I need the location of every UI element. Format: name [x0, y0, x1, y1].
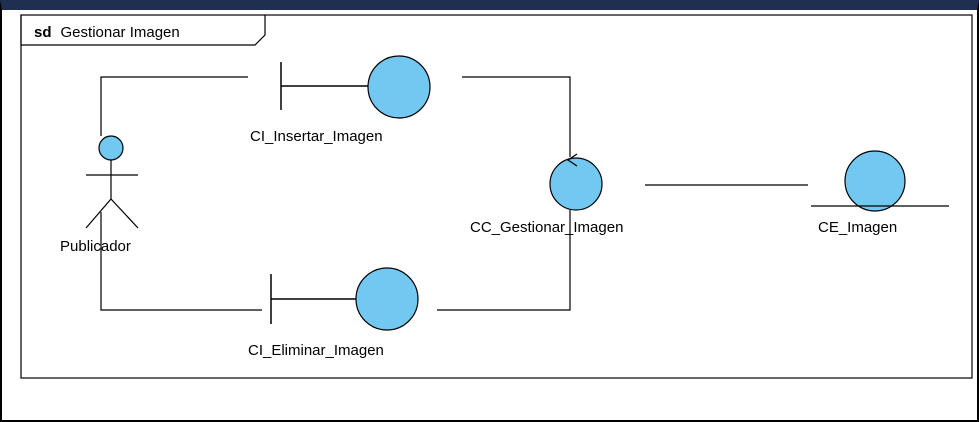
entity-label: CE_Imagen — [818, 219, 897, 236]
control-label: CC_Gestionar_Imagen — [470, 219, 623, 236]
link-actor-insertar — [100, 76, 248, 136]
sd-frame — [20, 14, 973, 379]
boundary-circle-icon — [367, 55, 431, 119]
actor-publicador[interactable]: Publicador — [60, 135, 139, 255]
control-circle-icon — [549, 157, 603, 211]
boundary-circle-icon — [355, 267, 419, 331]
link-actor-eliminar — [100, 212, 262, 311]
actor-left-leg — [85, 198, 112, 229]
actor-head-icon — [98, 135, 124, 161]
association-links — [100, 76, 808, 311]
sd-frame-tab — [20, 15, 266, 46]
control-gestionar[interactable]: CC_Gestionar_Imagen — [470, 153, 623, 236]
frame-keyword: sd — [34, 24, 52, 41]
boundary-eliminar[interactable]: CI_Eliminar_Imagen — [248, 267, 419, 359]
boundary-label: CI_Eliminar_Imagen — [248, 342, 384, 359]
actor-label: Publicador — [60, 238, 131, 255]
boundary-insertar[interactable]: CI_Insertar_Imagen — [250, 55, 431, 145]
entity-circle-icon — [844, 150, 906, 212]
sd-frame-title: sd Gestionar Imagen — [34, 24, 180, 41]
link-insertar-control — [462, 76, 571, 157]
link-eliminar-control — [437, 210, 571, 311]
boundary-label: CI_Insertar_Imagen — [250, 128, 383, 145]
actor-right-leg — [110, 198, 139, 229]
frame-name: Gestionar Imagen — [61, 24, 180, 41]
entity-imagen[interactable]: CE_Imagen — [811, 150, 949, 236]
control-arrow-icon — [566, 153, 578, 167]
